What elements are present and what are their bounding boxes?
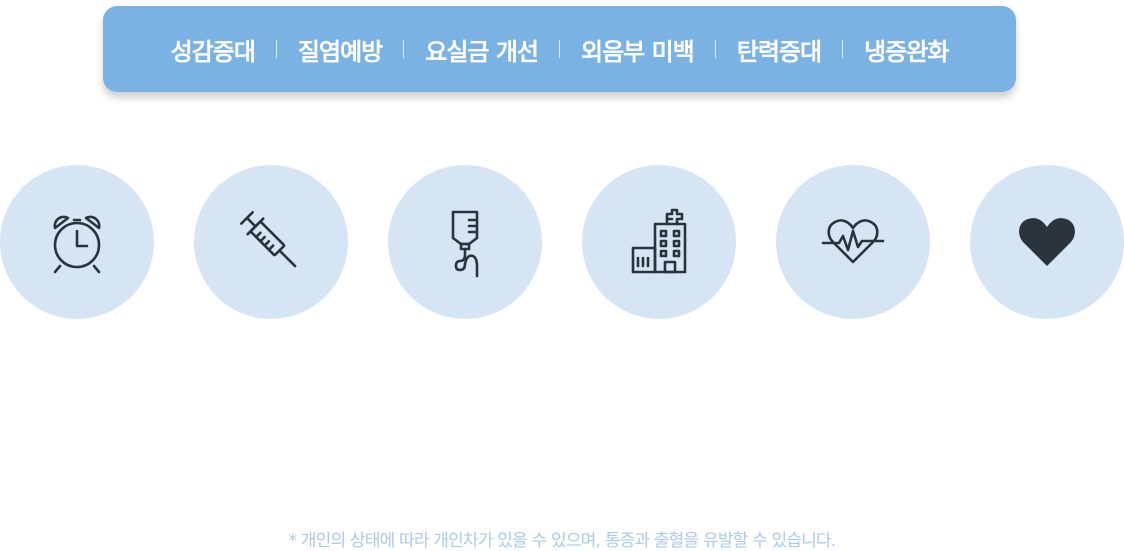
tag-whitening: 외음부 미백 bbox=[581, 37, 695, 66]
tag-elasticity: 탄력증대 bbox=[736, 37, 822, 66]
tag-incontinence: 요실금 개선 bbox=[425, 37, 539, 66]
tag-vaginitis-prevention: 질염예방 bbox=[297, 37, 383, 66]
hospital-icon bbox=[582, 165, 736, 319]
tag-libido: 성감증대 bbox=[170, 37, 256, 66]
benefit-tag-bar: 성감증대 질염예방 요실금 개선 외음부 미백 탄력증대 냉증완화 bbox=[103, 6, 1016, 92]
tag-divider bbox=[714, 40, 716, 58]
tag-divider bbox=[842, 40, 844, 58]
syringe-icon bbox=[194, 165, 348, 319]
tag-divider bbox=[403, 40, 405, 58]
alarm-clock-icon bbox=[0, 165, 154, 319]
tag-divider bbox=[275, 40, 277, 58]
disclaimer-note: * 개인의 상태에 따라 개인차가 있을 수 있으며, 통증과 출혈을 유발할 … bbox=[288, 531, 836, 551]
tag-cold-relief: 냉증완화 bbox=[864, 37, 949, 66]
iv-drip-icon bbox=[388, 165, 542, 319]
heart-icon bbox=[970, 165, 1124, 319]
icon-row bbox=[0, 165, 1124, 319]
tag-divider bbox=[559, 40, 560, 58]
heartbeat-icon bbox=[776, 165, 930, 319]
